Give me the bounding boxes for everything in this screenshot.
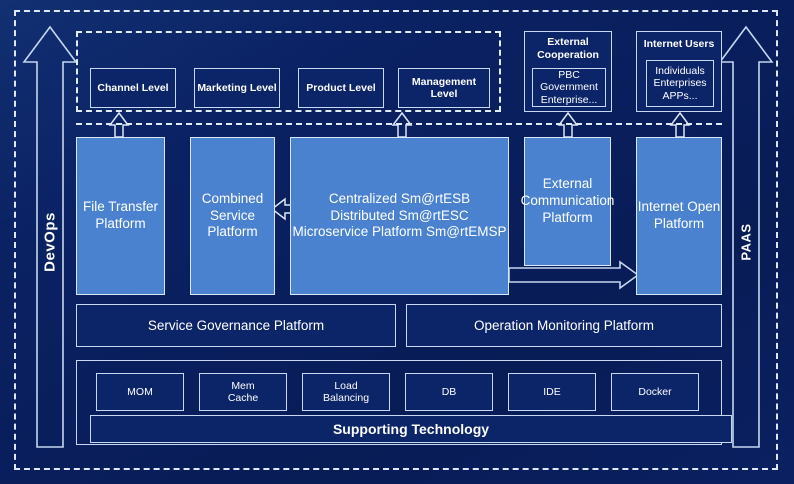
operation-monitoring-platform[interactable]: Operation Monitoring Platform	[406, 304, 722, 347]
esb-line-1: Centralized Sm@rtESB	[328, 190, 471, 206]
tech-box-mom[interactable]: MOM	[96, 373, 184, 411]
tech-label: IDE	[543, 385, 561, 398]
business-levels-group	[76, 31, 501, 112]
service-governance-platform[interactable]: Service Governance Platform	[76, 304, 396, 347]
tech-label: Load Balancing	[322, 379, 370, 404]
level-box-channel[interactable]: Channel Level	[90, 68, 176, 108]
tech-box-db[interactable]: DB	[405, 373, 493, 411]
external-cooperation-inner-label: PBC Government Enterprise...	[540, 69, 598, 106]
tech-label: MOM	[127, 385, 153, 398]
level-box-product[interactable]: Product Level	[298, 68, 384, 108]
internet-users-inner-label: Individuals Enterprises APPs...	[653, 65, 707, 102]
diagram-outer-frame	[14, 10, 778, 470]
level-label: Product Level	[306, 81, 376, 94]
level-label: Channel Level	[97, 81, 169, 94]
internet-users-inner: Individuals Enterprises APPs...	[646, 60, 714, 107]
devops-label: DevOps	[41, 212, 59, 272]
tech-box-ide[interactable]: IDE	[508, 373, 596, 411]
supporting-technology-group	[76, 360, 722, 445]
platform-label: File Transfer Platform	[82, 199, 159, 231]
layer-separator-dashed	[76, 123, 722, 125]
tech-box-mem-cache[interactable]: Mem Cache	[199, 373, 287, 411]
supporting-technology-bar[interactable]: Supporting Technology	[90, 415, 732, 443]
platform-label: Internet Open Platform	[637, 199, 721, 231]
tech-box-load-balancing[interactable]: Load Balancing	[302, 373, 390, 411]
tech-label: Docker	[638, 385, 672, 398]
esb-to-internet-open-arrow-right-icon	[508, 260, 640, 290]
platform-internet-open[interactable]: Internet Open Platform	[636, 137, 722, 295]
tech-label: Mem Cache	[227, 379, 259, 404]
platform-label: External Communication Platform	[520, 176, 615, 225]
platform-external-communication[interactable]: External Communication Platform	[521, 137, 614, 266]
esb-line-3: Microservice Platform Sm@rtEMSP	[292, 224, 507, 240]
level-box-management[interactable]: Management Level	[398, 68, 490, 108]
platform-label: Combined Service Platform	[201, 190, 264, 240]
external-cooperation-inner: PBC Government Enterprise...	[532, 68, 606, 107]
paas-label: PAAS	[738, 223, 754, 261]
monitoring-label: Operation Monitoring Platform	[473, 317, 655, 333]
devops-up-arrow-icon	[22, 25, 78, 448]
external-cooperation-box[interactable]: External Cooperation PBC Government Ente…	[524, 31, 612, 112]
level-label: Marketing Level	[197, 81, 277, 94]
external-cooperation-title: External Cooperation	[537, 36, 599, 62]
platform-esb[interactable]: Centralized Sm@rtESB Distributed Sm@rtES…	[290, 137, 509, 295]
platform-combined-service[interactable]: Combined Service Platform	[190, 137, 275, 295]
platform-file-transfer[interactable]: File Transfer Platform	[76, 137, 165, 295]
governance-label: Service Governance Platform	[147, 317, 325, 333]
internet-users-box[interactable]: Internet Users Individuals Enterprises A…	[636, 31, 722, 112]
tech-label: DB	[441, 385, 457, 398]
level-box-marketing[interactable]: Marketing Level	[194, 68, 280, 108]
tech-box-docker[interactable]: Docker	[611, 373, 699, 411]
paas-up-arrow-icon	[718, 25, 774, 448]
level-label: Management Level	[411, 75, 477, 100]
esb-line-2: Distributed Sm@rtESC	[330, 207, 469, 223]
internet-users-title: Internet Users	[643, 38, 715, 50]
supporting-technology-label: Supporting Technology	[332, 420, 490, 437]
